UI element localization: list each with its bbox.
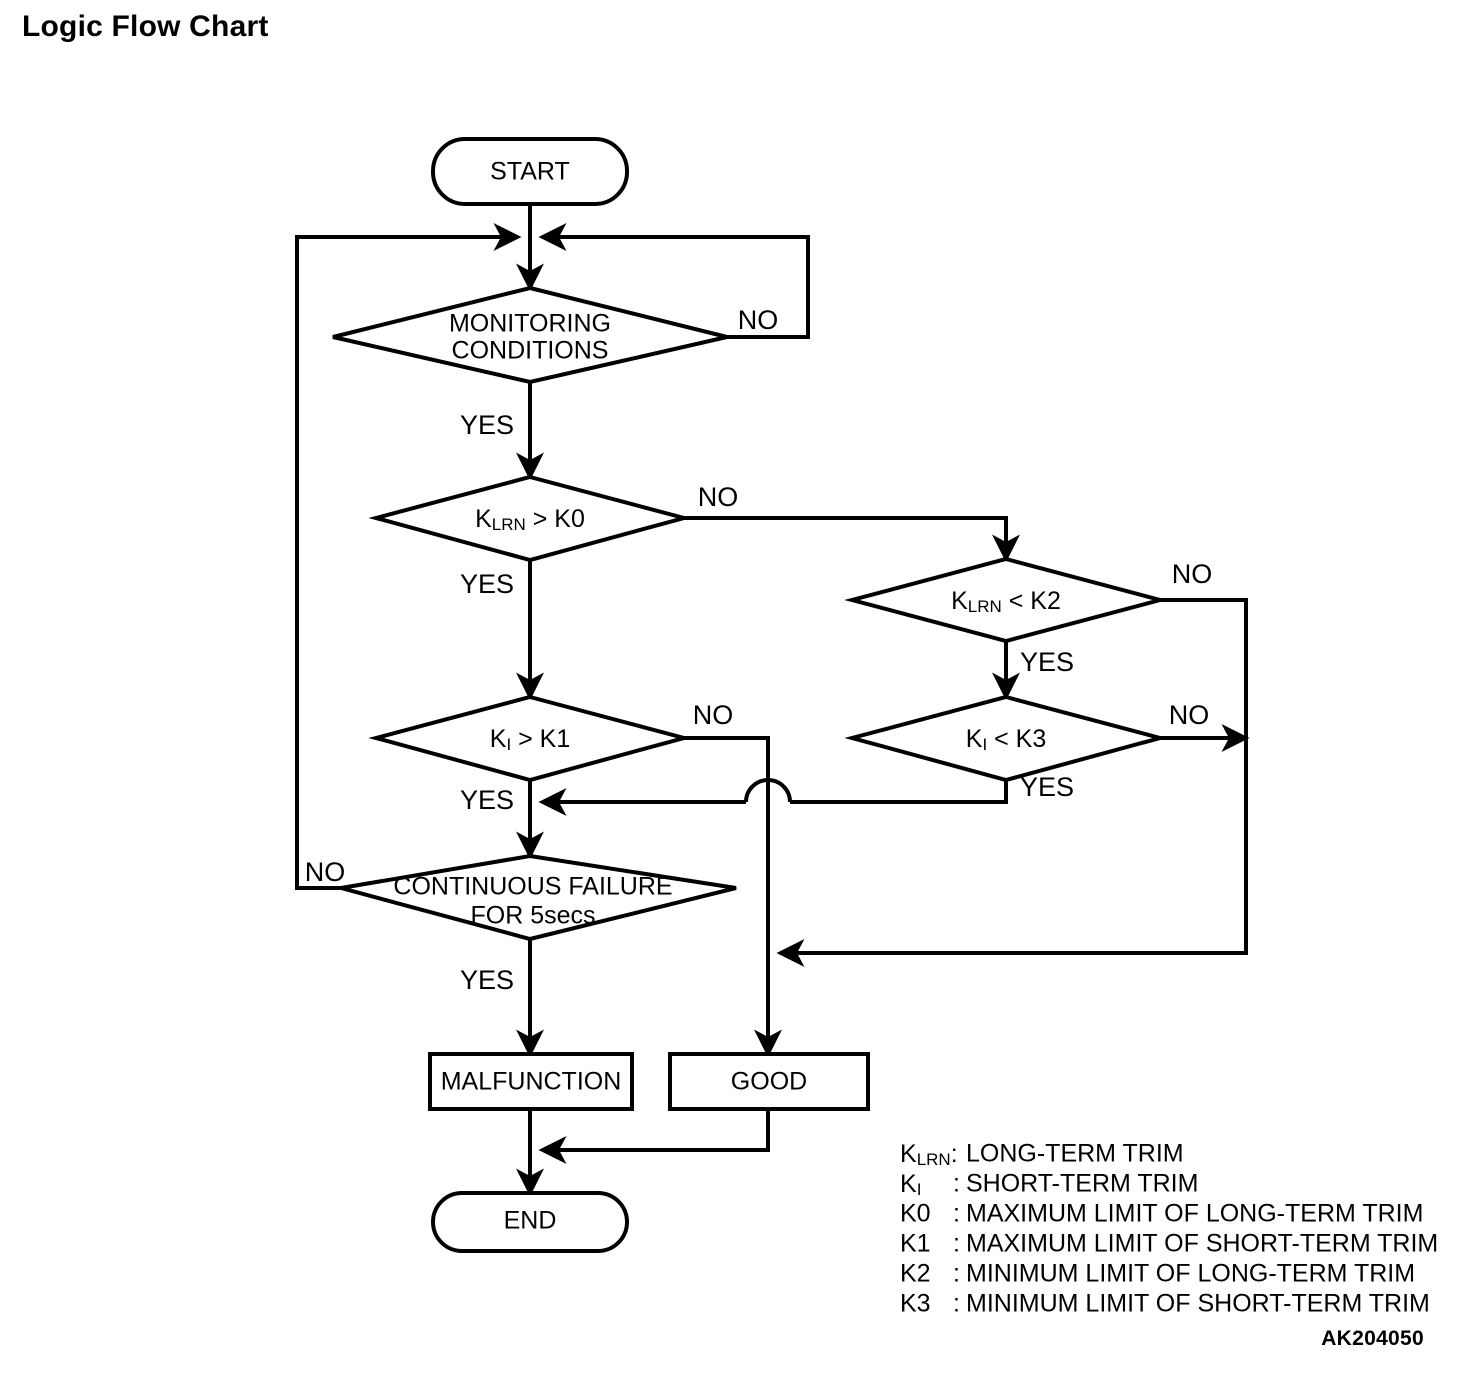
node-continuous-failure-line1: CONTINUOUS FAILURE: [393, 873, 672, 901]
legend-key-0-sep: :: [951, 1140, 958, 1168]
branch-label-klrn-k2-no: NO: [1172, 559, 1213, 589]
legend-key-1-sub: I: [917, 1180, 922, 1199]
branch-label-klrn-k2-yes: YES: [1020, 647, 1074, 677]
node-klrn-lt-k2-label: KLRN < K2: [951, 587, 1061, 617]
node-malfunction[interactable]: [428, 1052, 634, 1111]
node-ki-lt-k3-sub: I: [982, 735, 987, 754]
node-ki-lt-k3-label: KI < K3: [966, 725, 1047, 755]
node-continuous-failure-line2: FOR 5secs: [470, 902, 595, 930]
legend-row-5: K3 : MINIMUM LIMIT OF SHORT-TERM TRIM: [900, 1290, 1430, 1318]
node-klrn-gt-k0-label: KLRN > K0: [475, 505, 585, 535]
branch-label-monitoring-yes: YES: [460, 410, 514, 440]
node-start-label: START: [490, 158, 570, 186]
legend-key-4: K2: [900, 1260, 931, 1288]
legend: KLRN: LONG-TERM TRIM KI : SHORT-TERM TRI…: [900, 1140, 1438, 1318]
legend-row-1: KI : SHORT-TERM TRIM: [900, 1170, 1198, 1200]
legend-value-2: MAXIMUM LIMIT OF LONG-TERM TRIM: [966, 1200, 1423, 1228]
node-klrn-gt-k0-rest: > K0: [526, 505, 585, 533]
shape-layer: START MONITORING CONDITIONS KLRN > K0 KL…: [332, 137, 1168, 1253]
node-klrn-gt-k0[interactable]: [368, 474, 692, 563]
node-good-label: GOOD: [731, 1068, 807, 1096]
branch-label-ki-k3-no: NO: [1169, 700, 1210, 730]
edge-klrn-k0-no: [684, 516, 1020, 563]
node-continuous-failure[interactable]: [340, 853, 737, 942]
node-monitoring-line1: MONITORING: [449, 310, 611, 338]
legend-row-4: K2 : MINIMUM LIMIT OF LONG-TERM TRIM: [900, 1260, 1415, 1288]
node-ki-gt-k1-rest: > K1: [511, 725, 570, 753]
node-malfunction-label: MALFUNCTION: [441, 1068, 622, 1096]
branch-label-contfail-yes: YES: [460, 965, 514, 995]
node-end-label: END: [504, 1207, 557, 1235]
node-klrn-lt-k2-base: K: [951, 587, 968, 615]
legend-sep-5: :: [953, 1290, 960, 1318]
edge-ki-k3-yes-right: [790, 780, 1008, 804]
legend-sep-1: :: [953, 1170, 960, 1198]
legend-key-3: K1: [900, 1230, 931, 1258]
branch-label-ki-k3-yes: YES: [1020, 772, 1074, 802]
legend-key-0-base: K: [900, 1140, 917, 1168]
branch-label-klrn-k0-yes: YES: [460, 569, 514, 599]
legend-key-0-sub: LRN: [917, 1150, 951, 1169]
legend-row-0: KLRN: LONG-TERM TRIM: [900, 1140, 1184, 1170]
legend-row-2: K0 : MAXIMUM LIMIT OF LONG-TERM TRIM: [900, 1200, 1423, 1228]
line-hop-arc: [744, 778, 792, 803]
legend-value-0: LONG-TERM TRIM: [966, 1140, 1184, 1168]
legend-value-3: MAXIMUM LIMIT OF SHORT-TERM TRIM: [966, 1230, 1438, 1258]
figure-code: AK204050: [1321, 1327, 1424, 1350]
node-klrn-gt-k0-sub: LRN: [492, 515, 526, 534]
node-monitoring-conditions[interactable]: [332, 285, 728, 385]
legend-value-1: SHORT-TERM TRIM: [966, 1170, 1198, 1198]
connector-layer: [295, 204, 1250, 1197]
legend-key-5: K3: [900, 1290, 931, 1318]
edge-contfail-no-loop: [295, 223, 522, 890]
legend-key-1-base: K: [900, 1170, 917, 1198]
node-ki-gt-k1-base: K: [490, 725, 507, 753]
node-ki-gt-k1[interactable]: [368, 694, 692, 783]
node-start[interactable]: [431, 137, 629, 206]
branch-label-layer: NO YES NO YES NO YES NO NO YES YES NO YE…: [305, 305, 1213, 995]
branch-label-monitoring-no: NO: [738, 305, 779, 335]
node-ki-gt-k1-sub: I: [506, 735, 511, 754]
branch-label-ki-k1-yes: YES: [460, 785, 514, 815]
node-klrn-gt-k0-base: K: [475, 505, 492, 533]
node-ki-lt-k3[interactable]: [844, 694, 1168, 783]
node-good[interactable]: [668, 1052, 870, 1111]
legend-key-1: KI: [900, 1170, 921, 1200]
edge-monitoring-no-loop: [538, 223, 810, 339]
branch-label-ki-k1-no: NO: [693, 700, 734, 730]
legend-sep-2: :: [953, 1200, 960, 1228]
node-ki-gt-k1-label: KI > K1: [490, 725, 571, 755]
branch-label-contfail-no: NO: [305, 857, 346, 887]
node-monitoring-line2: CONDITIONS: [452, 337, 609, 365]
legend-sep-3: :: [953, 1230, 960, 1258]
legend-key-0: KLRN:: [900, 1140, 958, 1170]
node-ki-lt-k3-rest: < K3: [987, 725, 1046, 753]
legend-value-5: MINIMUM LIMIT OF SHORT-TERM TRIM: [966, 1290, 1430, 1318]
legend-sep-4: :: [953, 1260, 960, 1288]
node-klrn-lt-k2-sub: LRN: [968, 597, 1002, 616]
legend-value-4: MINIMUM LIMIT OF LONG-TERM TRIM: [966, 1260, 1415, 1288]
node-klrn-lt-k2-rest: < K2: [1002, 587, 1061, 615]
edge-klrn-k2-no: [776, 598, 1248, 967]
node-klrn-lt-k2[interactable]: [844, 556, 1168, 644]
page-title: Logic Flow Chart: [22, 10, 269, 43]
legend-row-3: K1 : MAXIMUM LIMIT OF SHORT-TERM TRIM: [900, 1230, 1438, 1258]
branch-label-klrn-k0-no: NO: [698, 482, 739, 512]
edge-ki-k1-no: [684, 736, 782, 1058]
node-end[interactable]: [431, 1191, 629, 1253]
edge-good-to-end: [538, 1109, 770, 1164]
legend-key-2: K0: [900, 1200, 931, 1228]
node-ki-lt-k3-base: K: [966, 725, 983, 753]
